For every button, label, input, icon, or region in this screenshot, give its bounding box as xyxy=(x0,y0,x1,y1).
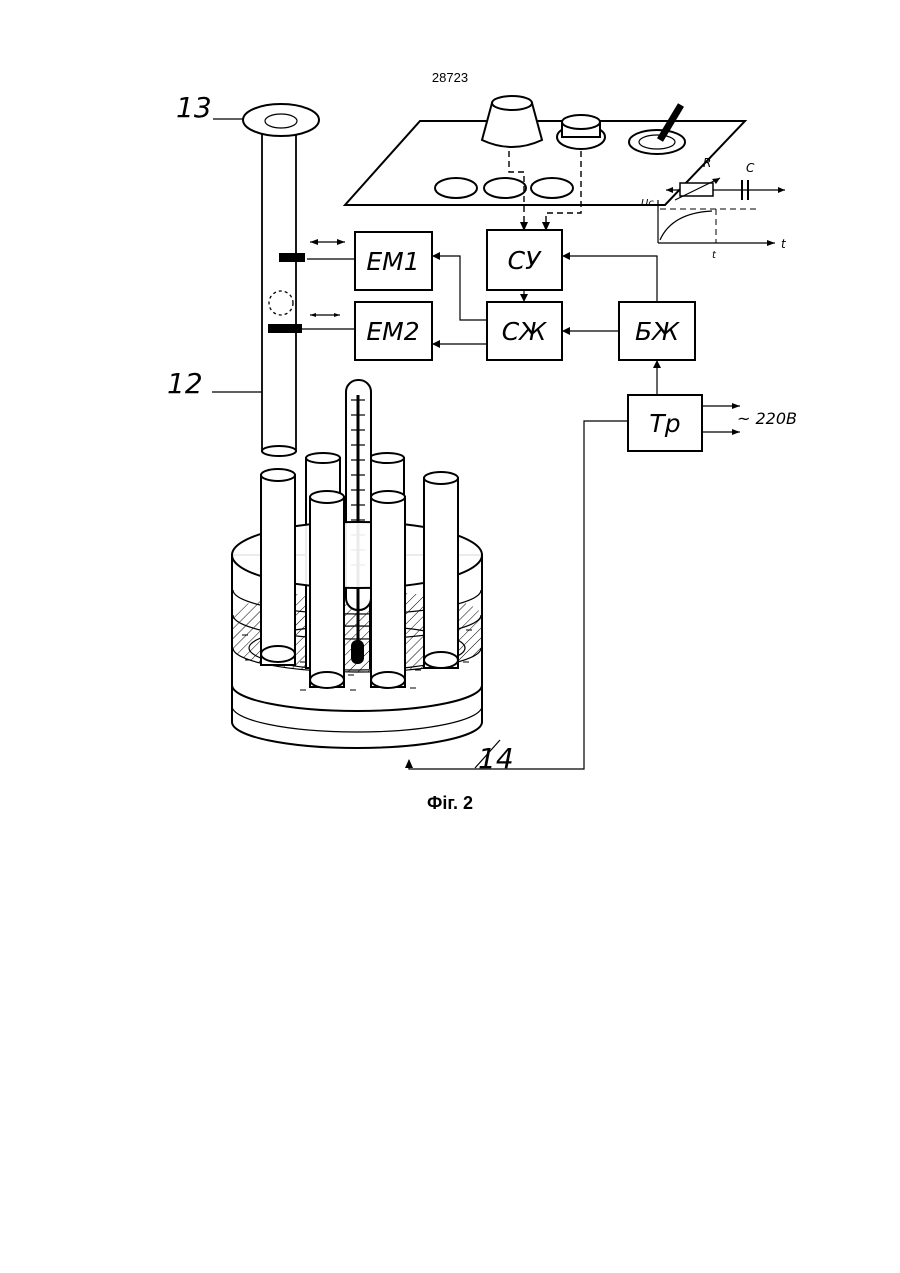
block-em2: ЕМ2 xyxy=(355,302,432,360)
block-su-label: СУ xyxy=(508,246,542,275)
block-bzh: БЖ xyxy=(619,302,695,360)
block-em2-label: ЕМ2 xyxy=(366,317,419,346)
sampling-rod xyxy=(243,104,319,456)
block-szh-label: СЖ xyxy=(502,317,547,346)
rc-c-label: C xyxy=(746,161,755,175)
figure-caption: Фіг. 2 xyxy=(0,793,900,814)
rc-r-label: R xyxy=(703,156,711,170)
block-su: СУ xyxy=(487,230,562,290)
rc-inset: R C Uc t t xyxy=(641,156,787,261)
block-bzh-label: БЖ xyxy=(635,317,680,346)
rc-tick-t-label: t xyxy=(712,250,717,261)
reference-13: 13 xyxy=(176,91,212,124)
rc-axis-v-label: Uc xyxy=(641,198,654,209)
reference-12: 12 xyxy=(167,367,203,400)
block-szh: СЖ xyxy=(487,302,562,360)
rod-magnet-upper xyxy=(279,253,305,262)
block-tr-label: Тр xyxy=(649,409,680,438)
rc-axis-t-label: t xyxy=(781,237,787,251)
block-tr: Тр xyxy=(628,395,702,451)
rod-magnet-lower xyxy=(268,324,302,333)
block-em1: ЕМ1 xyxy=(355,232,432,290)
block-em1-label: ЕМ1 xyxy=(366,247,419,276)
power-voltage-label: ~ 220В xyxy=(737,409,797,428)
reference-14: 14 xyxy=(478,742,514,775)
